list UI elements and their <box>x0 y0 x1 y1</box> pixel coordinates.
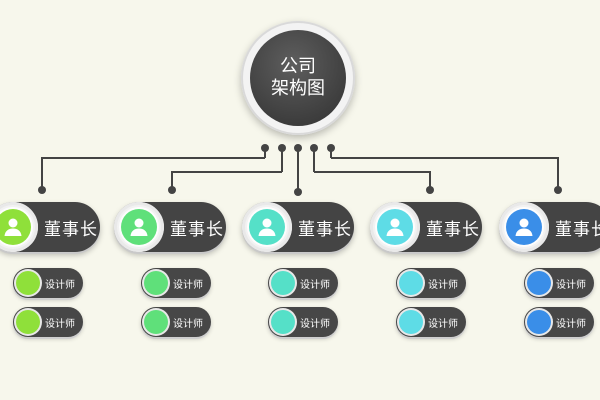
avatar-circle <box>0 209 31 245</box>
junction-dot <box>278 144 286 152</box>
sub-position-label: 设计师 <box>173 279 203 291</box>
status-dot-icon <box>399 271 423 295</box>
position-node-3: 董事长 <box>242 202 354 252</box>
status-dot-icon <box>144 310 168 334</box>
position-node-1: 董事长 <box>0 202 100 252</box>
user-avatar-icon <box>258 218 276 236</box>
avatar-circle <box>377 209 413 245</box>
sub-position-node: 设计师 <box>524 307 594 337</box>
avatar-circle <box>249 209 285 245</box>
root-title-line2: 架构图 <box>271 78 325 99</box>
connector-to-group-5 <box>331 157 559 190</box>
root-title-line1: 公司 <box>280 56 316 77</box>
sub-position-label: 设计师 <box>556 318 586 330</box>
root-node: 公司 架构图 <box>241 21 355 135</box>
avatar <box>499 202 549 252</box>
sub-position-label: 设计师 <box>556 279 586 291</box>
status-dot-icon <box>271 271 295 295</box>
sub-position-label: 设计师 <box>300 318 330 330</box>
connector-to-group-2 <box>171 171 282 190</box>
sub-position-label: 设计师 <box>428 279 458 291</box>
user-avatar-icon <box>386 218 404 236</box>
junction-dot <box>310 144 318 152</box>
status-dot-icon <box>399 310 423 334</box>
junction-dot <box>168 186 176 194</box>
junction-dot <box>294 144 302 152</box>
sub-position-label: 设计师 <box>45 279 75 291</box>
position-title: 董事长 <box>426 219 480 240</box>
junction-dot <box>426 186 434 194</box>
position-title: 董事长 <box>170 219 224 240</box>
status-dot-icon <box>527 271 551 295</box>
junction-dot <box>327 144 335 152</box>
status-dot-icon <box>144 271 168 295</box>
connector-to-group-4 <box>314 171 431 190</box>
sub-position-node: 设计师 <box>268 268 338 298</box>
status-dot-icon <box>16 310 40 334</box>
sub-position-node: 设计师 <box>396 268 466 298</box>
junction-dot <box>261 144 269 152</box>
junction-dot <box>554 186 562 194</box>
position-node-2: 董事长 <box>114 202 226 252</box>
user-avatar-icon <box>515 218 533 236</box>
avatar-circle <box>506 209 542 245</box>
sub-position-node: 设计师 <box>268 307 338 337</box>
position-title: 董事长 <box>298 219 352 240</box>
sub-position-label: 设计师 <box>173 318 203 330</box>
sub-position-label: 设计师 <box>428 318 458 330</box>
connector-to-group-1 <box>41 157 265 190</box>
sub-position-node: 设计师 <box>396 307 466 337</box>
avatar <box>242 202 292 252</box>
avatar <box>114 202 164 252</box>
avatar <box>0 202 38 252</box>
position-node-4: 董事长 <box>370 202 482 252</box>
status-dot-icon <box>271 310 295 334</box>
user-avatar-icon <box>4 218 22 236</box>
avatar <box>370 202 420 252</box>
position-node-5: 董事长 <box>499 202 600 252</box>
position-title: 董事长 <box>555 219 600 240</box>
status-dot-icon <box>16 271 40 295</box>
sub-position-node: 设计师 <box>524 268 594 298</box>
sub-position-label: 设计师 <box>300 279 330 291</box>
position-title: 董事长 <box>44 219 98 240</box>
sub-position-label: 设计师 <box>45 318 75 330</box>
junction-dot <box>38 186 46 194</box>
root-node-inner: 公司 架构图 <box>250 30 346 126</box>
sub-position-node: 设计师 <box>141 268 211 298</box>
user-avatar-icon <box>130 218 148 236</box>
sub-position-node: 设计师 <box>141 307 211 337</box>
avatar-circle <box>121 209 157 245</box>
sub-position-node: 设计师 <box>13 307 83 337</box>
junction-dot <box>294 188 302 196</box>
status-dot-icon <box>527 310 551 334</box>
sub-position-node: 设计师 <box>13 268 83 298</box>
